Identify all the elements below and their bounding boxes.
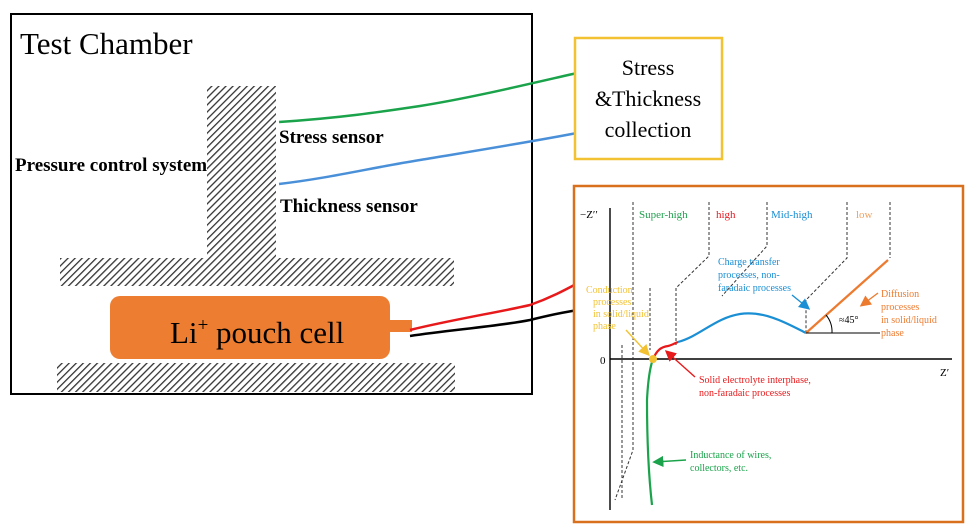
cell-red-lead (409, 281, 579, 332)
top-pressure-plate (60, 258, 454, 286)
arrow-inductance (652, 455, 687, 468)
stress-sensor-label: Stress sensor (279, 127, 384, 148)
annotation-conduction: Conduction processes in solid/liquid pha… (586, 285, 651, 332)
annotation-angle: ≈45° (839, 315, 859, 326)
conduction-point (649, 355, 657, 363)
bottom-pressure-plate (57, 363, 455, 392)
curve-charge-transfer (677, 312, 807, 344)
collection-line-3: collection (605, 117, 692, 142)
curve-diffusion (805, 259, 889, 334)
stress-sensor-wire (278, 71, 578, 124)
arrow-sei (664, 350, 696, 378)
pouch-cell-label: Li+ pouch cell (170, 315, 344, 350)
annotation-diffusion: Diffusion processes in solid/liquid phas… (881, 289, 939, 339)
eis-zero-label: 0 (600, 355, 606, 367)
thickness-sensor-label: Thickness sensor (280, 196, 418, 217)
cell-black-lead (409, 308, 579, 338)
pressure-control-label: Pressure control system (15, 155, 207, 176)
region-mid-high: Mid-high (771, 209, 813, 221)
region-high: high (716, 209, 736, 221)
arrow-charge-transfer (791, 294, 811, 310)
annotation-inductance: Inductance of wires, collectors, etc. (690, 450, 774, 474)
annotation-sei: Solid electrolyte interphase, non-farada… (699, 375, 813, 399)
thickness-sensor-wire (278, 131, 578, 186)
annotation-charge-transfer: Charge transfer processes, non- faradaic… (718, 257, 791, 294)
chamber-title: Test Chamber (20, 26, 193, 61)
pouch-cell (110, 296, 390, 359)
eis-x-axis-label: Z′ (940, 367, 949, 379)
curve-sei (651, 340, 679, 360)
test-chamber-box (10, 13, 533, 395)
collection-line-2: &Thickness (595, 86, 701, 111)
region-super-high: Super-high (639, 209, 688, 221)
arrow-conduction (625, 329, 650, 357)
region-guides (614, 202, 891, 501)
curve-inductance (645, 358, 655, 506)
collection-line-1: Stress (622, 55, 675, 80)
collection-box (573, 36, 724, 161)
eis-panel (572, 184, 965, 524)
arrow-diffusion (859, 292, 879, 307)
eis-y-axis-label: −Z′′ (580, 209, 598, 221)
region-low: low (856, 209, 873, 221)
pressure-column (207, 86, 276, 258)
pouch-cell-tab (388, 320, 412, 332)
angle-arc (825, 314, 833, 334)
